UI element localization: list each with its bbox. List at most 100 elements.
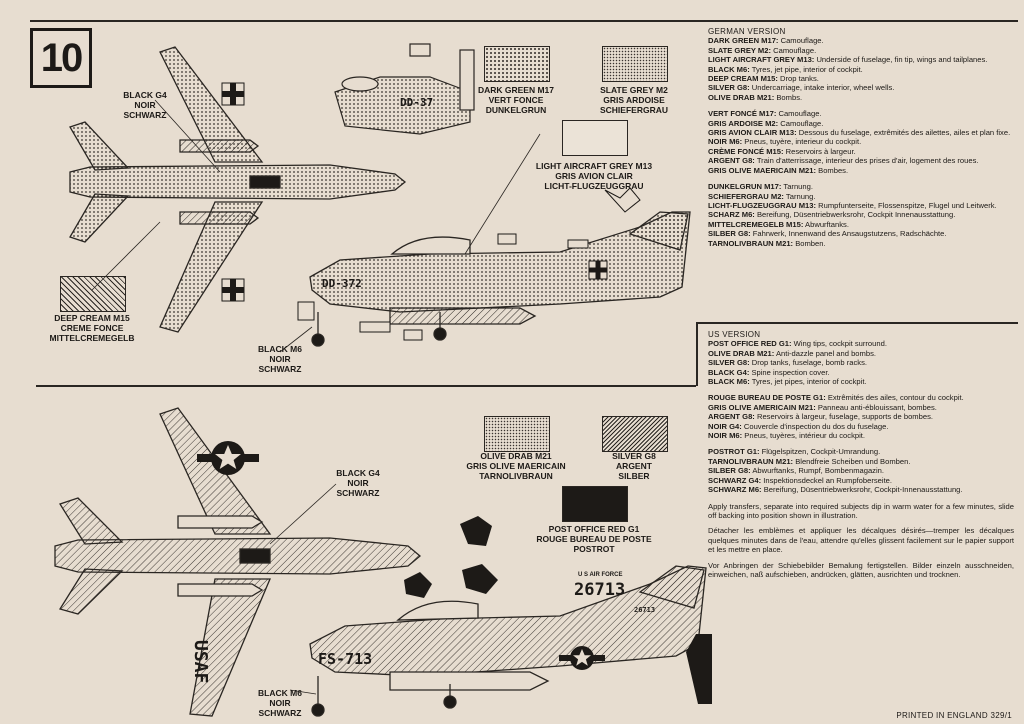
paint-line: GRIS ARDOISE M2: Camouflage. (708, 118, 824, 128)
german-plan-droptank-upper (179, 139, 260, 153)
paint-line: MITTELCREMEGELB M15: Abwurftanks. (708, 219, 849, 229)
us-side-view (309, 565, 707, 717)
paint-line: SCHWARZ M6: Bereifung, Düsentriebwerksro… (708, 485, 963, 495)
step-number: 10 (30, 28, 92, 88)
german-plan-tailplane-lower (69, 193, 130, 243)
swatch-dark-green (484, 46, 550, 82)
us-plan-view (54, 407, 422, 717)
german-code-small: DD-37 (400, 96, 434, 109)
german-decal-shields (297, 187, 641, 341)
swatch-deep-cream (60, 276, 126, 312)
paint-line: NOIR M6: Pneus, tuyère, interieur du coc… (708, 137, 862, 147)
us-plan-tailplane-lower (58, 568, 124, 615)
paint-line: DUNKELGRUN M17: Tarnung. (708, 182, 813, 192)
paint-line: CRÈME FONCÉ M15: Reservoirs à largeur. (708, 146, 856, 156)
german-version-heading: GERMAN VERSION (708, 27, 786, 36)
us-version-heading: US VERSION (708, 330, 761, 339)
us-plan-tailplane-upper (59, 497, 124, 545)
us-red-decal-pieces (404, 516, 712, 704)
us-plan-wing-upper (159, 407, 272, 535)
german-iron-cross-upper (221, 82, 245, 106)
paint-line: POSTROT G1: Flügelspitzen, Cockpit-Umran… (708, 447, 881, 457)
paint-line: SLATE GREY M2: Camouflage. (708, 45, 817, 55)
german-iron-cross-lower (221, 278, 245, 302)
german-version-text: GERMAN VERSION DARK GREEN M17: Camouflag… (708, 27, 1014, 248)
german-version-german: DUNKELGRUN M17: Tarnung. SCHIEFERGRAU M2… (708, 182, 1014, 248)
swatch-post-office-red (562, 486, 628, 522)
us-aircraft-artwork (54, 407, 712, 717)
paint-line: SILBER G8: Fahrwerk, Innenwand des Ansau… (708, 229, 947, 239)
paint-line: TARNOLIVBRAUN M21: Bomben. (708, 238, 826, 248)
german-plan-tailplane-upper (69, 121, 130, 171)
us-plan-fuselage (54, 537, 422, 575)
paint-line: LICHT-FLUGZEUGGRAU M13: Rumpfunterseite,… (708, 200, 997, 210)
paint-line: BLACK M6: Tyres, jet pipe, interior of c… (708, 64, 863, 74)
transfer-instructions-fr: Détacher les emblèmes et appliquer les d… (708, 526, 1014, 555)
german-version-english: DARK GREEN M17: Camouflage. SLATE GREY M… (708, 36, 1014, 102)
us-code-side: FS-713 (318, 650, 373, 668)
paint-line: SCHIEFERGRAU M2: Tarnung. (708, 191, 816, 201)
section-divider (36, 385, 696, 387)
paint-line: BLACK M6: Tyres, jet pipes, interior of … (708, 377, 867, 387)
us-version-english: POST OFFICE RED G1: Wing tips, cockpit s… (708, 339, 1014, 386)
paint-line: SCHWARZ G4: Inspektionsdeckel an Rumpfob… (708, 475, 893, 485)
paint-line: SILVER G8: Undercarriage, intake interio… (708, 83, 895, 93)
paint-line: OLIVE DRAB M21: Bombs. (708, 92, 803, 102)
us-tail-small: 26713 (634, 606, 656, 614)
us-star-insignia-wing (197, 441, 259, 475)
german-aircraft-artwork (69, 43, 691, 353)
paint-line: BLACK G4: Spine inspection cover. (708, 367, 830, 377)
paint-line: ARGENT G8: Reservoirs à largeur, fuselag… (708, 412, 933, 422)
us-version-text: US VERSION POST OFFICE RED G1: Wing tips… (708, 330, 1014, 585)
paint-line: SILVER G8: Drop tanks, fuselage, bomb ra… (708, 358, 867, 368)
paint-line: NOIR M6: Pneus, tuyères, intérieur du co… (708, 431, 865, 441)
paint-line: ARGENT G8: Train d'atterrissage, interie… (708, 156, 979, 166)
swatch-silver (602, 416, 668, 452)
transfer-instructions-de: Vor Anbringen der Schiebebilder Bemalung… (708, 560, 1014, 579)
section-divider-right (696, 322, 1018, 324)
german-nose-detail (334, 43, 475, 135)
top-rule (30, 20, 1018, 22)
paint-line: GRIS OLIVE MAERICAIN M21: Bombes. (708, 165, 849, 175)
swatch-light-aircraft-grey (562, 120, 628, 156)
us-plan-wing-lower (189, 578, 271, 717)
german-code-side: DD-372 (322, 277, 362, 290)
paint-line: DARK GREEN M17: Camouflage. (708, 36, 824, 46)
us-tail-title: U S AIR FORCE (578, 572, 623, 578)
german-plan-wing-upper (159, 46, 264, 163)
german-version-french: VERT FONCÉ M17: Camouflage. GRIS ARDOISE… (708, 109, 1014, 175)
german-plan-droptank-lower (179, 211, 260, 225)
paint-line: VERT FONCÉ M17: Camouflage. (708, 109, 822, 119)
paint-line: LIGHT AIRCRAFT GREY M13: Underside of fu… (708, 55, 988, 65)
paint-line: POST OFFICE RED G1: Wing tips, cockpit s… (708, 339, 887, 349)
printed-footer: PRINTED IN ENGLAND 329/1 (896, 711, 1012, 720)
paint-line: GRIS OLIVE AMERICAIN M21: Panneau anti-é… (708, 402, 937, 412)
us-side-droptank (389, 671, 550, 691)
german-side-droptank (389, 307, 537, 325)
paint-line: DEEP CREAM M15: Drop tanks. (708, 74, 819, 84)
paint-line: SILBER G8: Abwurftanks, Rumpf, Bombenmag… (708, 466, 885, 476)
swatch-slate-grey (602, 46, 668, 82)
german-side-iron-cross (588, 260, 608, 280)
us-wing-marking: USAF (190, 640, 211, 684)
transfer-instructions-en: Apply transfers, separate into required … (708, 501, 1014, 520)
us-tail-number: 26713 (574, 580, 626, 600)
german-plan-fuselage (69, 164, 407, 200)
german-side-view (309, 211, 691, 347)
us-star-insignia-side (559, 646, 605, 670)
paint-line: NOIR G4: Couvercle d'inspection du dos d… (708, 421, 889, 431)
paint-line: GRIS AVION CLAIR M13: Dessous du fuselag… (708, 128, 1011, 138)
us-version-german: POSTROT G1: Flügelspitzen, Cockpit-Umran… (708, 447, 1014, 494)
